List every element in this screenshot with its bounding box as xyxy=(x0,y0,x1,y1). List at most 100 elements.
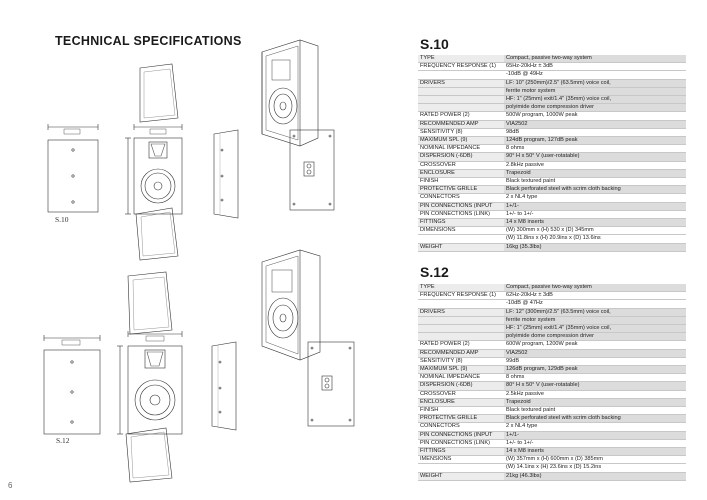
spec-value: 1+/1- xyxy=(504,431,686,440)
spec-key: RECOMMENDED AMP xyxy=(418,120,504,129)
s10-top-view xyxy=(139,63,179,123)
spec-key: CROSSOVER xyxy=(418,390,504,399)
spec-key xyxy=(418,332,504,342)
spec-key: PIN CONNECTIONS (INPUT xyxy=(418,202,504,211)
spec-key: RATED POWER (2) xyxy=(418,340,504,350)
spec-row: PIN CONNECTIONS (LINK)1+/- to 1+/- xyxy=(418,210,686,220)
spec-value: polyimide dome compression driver xyxy=(504,332,686,342)
spec-key: FINISH xyxy=(418,177,504,187)
s12-front-view xyxy=(43,335,101,435)
spec-row: DISPERSION (-6dB)80° H x 50° V (user-rot… xyxy=(418,381,686,391)
spec-row: DISPERSION (-6dB)90° H x 50° V (user-rot… xyxy=(418,152,686,162)
spec-key: WEIGHT xyxy=(418,472,504,481)
spec-value: 14 x M8 inserts xyxy=(504,218,686,228)
spec-value: 2.8kHz passive xyxy=(504,161,686,170)
spec-value: ferrite motor system xyxy=(504,316,686,326)
spec-key: CROSSOVER xyxy=(418,161,504,170)
spec-row: -10dB @ 47Hz xyxy=(418,299,686,309)
spec-row: ferrite motor system xyxy=(418,87,686,97)
s10-heading: S.10 xyxy=(420,36,449,52)
spec-key: FREQUENCY RESPONSE (1) xyxy=(418,62,504,72)
s12-bottom-view xyxy=(125,427,173,483)
spec-value: Black perforated steel with scrim cloth … xyxy=(504,414,686,424)
spec-key: PROTECTIVE GRILLE xyxy=(418,414,504,424)
spec-value: 600W program, 1200W peak xyxy=(504,340,686,350)
spec-row: RATED POWER (2)600W program, 1200W peak xyxy=(418,340,686,350)
spec-key: DRIVERS xyxy=(418,79,504,88)
spec-row: MAXIMUM SPL (9)126dB program, 129dB peak xyxy=(418,365,686,375)
spec-value: Trapezoid xyxy=(504,398,686,408)
s10-bottom-view xyxy=(135,207,179,261)
spec-key: FINISH xyxy=(418,406,504,416)
spec-value: 124dB program, 127dB peak xyxy=(504,136,686,146)
spec-value: LF: 10" (250mm)/2.5" (63.5mm) voice coil… xyxy=(504,79,686,88)
s10-figure-label: S.10 xyxy=(55,215,69,224)
spec-key: FREQUENCY RESPONSE (1) xyxy=(418,291,504,301)
spec-key: NOMINAL IMPEDANCE xyxy=(418,144,504,154)
spec-value: Compact, passive two-way system xyxy=(504,55,686,64)
spec-key: PIN CONNECTIONS (LINK) xyxy=(418,210,504,220)
spec-row: DIMENSIONS(W) 300mm x (H) 530 x (D) 345m… xyxy=(418,226,686,236)
spec-key: FITTINGS xyxy=(418,218,504,228)
spec-row: IMENSIONS(W) 357mm x (H) 600mm x (D) 385… xyxy=(418,455,686,465)
page-title: TECHNICAL SPECIFICATIONS xyxy=(55,34,242,48)
spec-key: SENSITIVITY (8) xyxy=(418,357,504,367)
spec-value: 62Hz-20kHz ± 3dB xyxy=(504,291,686,301)
spec-row: SENSITIVITY (8)99dB xyxy=(418,357,686,367)
spec-key: NOMINAL IMPEDANCE xyxy=(418,373,504,383)
spec-value: 80° H x 50° V (user-rotatable) xyxy=(504,381,686,391)
spec-key xyxy=(418,95,504,105)
spec-value: 8 ohms xyxy=(504,144,686,154)
spec-value: Black textured paint xyxy=(504,406,686,416)
spec-key: SENSITIVITY (8) xyxy=(418,128,504,138)
spec-value: 1+/- to 1+/- xyxy=(504,210,686,220)
spec-key: PROTECTIVE GRILLE xyxy=(418,185,504,195)
s12-front-drivers-view xyxy=(117,331,183,435)
spec-value: 1+/- to 1+/- xyxy=(504,439,686,449)
spec-row: PIN CONNECTIONS (LINK)1+/- to 1+/- xyxy=(418,439,686,449)
spec-value: Compact, passive two-way system xyxy=(504,284,686,293)
spec-key xyxy=(418,324,504,334)
spec-value: VIA2502 xyxy=(504,120,686,129)
spec-key xyxy=(418,234,504,244)
s10-rear-view xyxy=(289,129,335,211)
spec-key: PIN CONNECTIONS (LINK) xyxy=(418,439,504,449)
spec-row: (W) 14.1ins x (H) 23.6ins x (D) 15.2ins xyxy=(418,463,686,473)
spec-value: 21kg (46.3lbs) xyxy=(504,472,686,481)
spec-value: 126dB program, 129dB peak xyxy=(504,365,686,375)
spec-key xyxy=(418,103,504,113)
spec-key: DISPERSION (-6dB) xyxy=(418,152,504,162)
spec-key: DRIVERS xyxy=(418,308,504,317)
s10-side-view xyxy=(213,129,239,219)
spec-key: MAXIMUM SPL (9) xyxy=(418,136,504,146)
spec-value: -10dB @ 47Hz xyxy=(504,299,686,309)
spec-key: CONNECTORS xyxy=(418,193,504,203)
s12-top-view xyxy=(127,271,173,335)
spec-key: TYPE xyxy=(418,284,504,293)
s10-perspective-view xyxy=(261,39,319,147)
spec-key: RATED POWER (2) xyxy=(418,111,504,121)
spec-value: Trapezoid xyxy=(504,169,686,179)
spec-key xyxy=(418,70,504,80)
spec-value: Black perforated steel with scrim cloth … xyxy=(504,185,686,195)
spec-value: HF: 1" (25mm) exit/1.4" (35mm) voice coi… xyxy=(504,95,686,105)
spec-row: (W) 11.8ins x (H) 20.9ins x (D) 13.6ins xyxy=(418,234,686,244)
spec-key: CONNECTORS xyxy=(418,422,504,432)
